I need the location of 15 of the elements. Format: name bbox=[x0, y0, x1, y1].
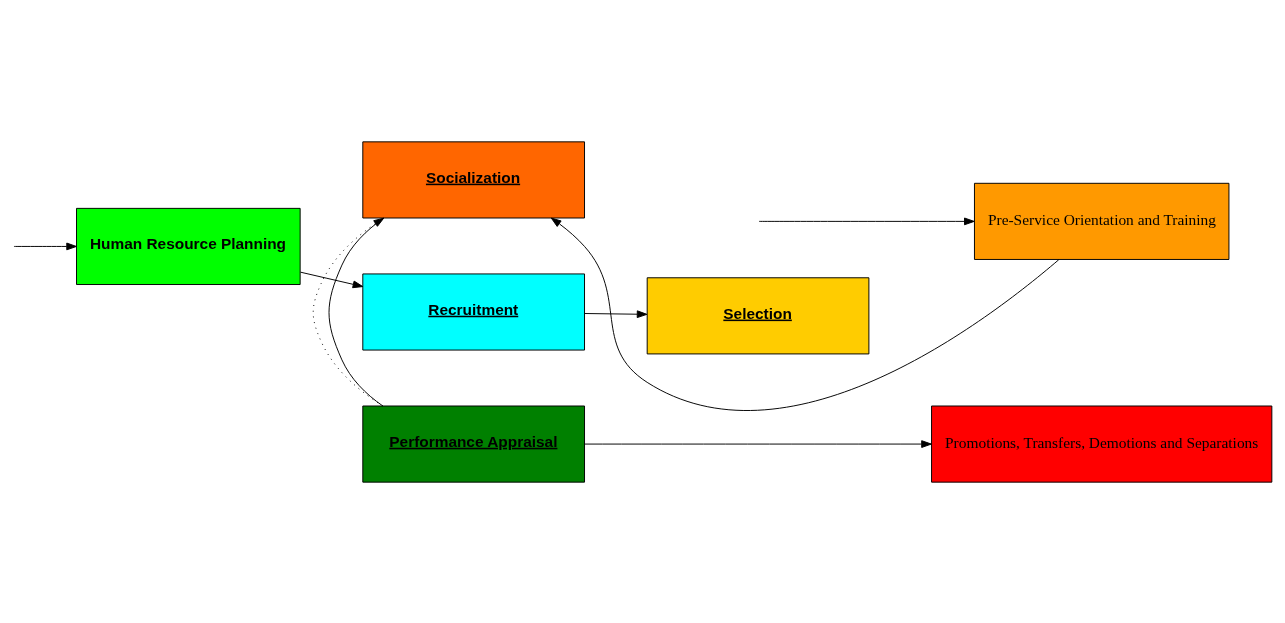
connector bbox=[328, 217, 385, 406]
arrow bbox=[584, 439, 932, 448]
arrow bbox=[584, 309, 648, 318]
node-box: Promotions, Transfers, Demotions and Separations bbox=[931, 405, 1273, 483]
node-box: Performance Appraisal bbox=[362, 405, 585, 483]
arrow bbox=[758, 217, 975, 225]
arrow bbox=[550, 217, 1060, 411]
node-box: Human Resource Planning bbox=[76, 207, 301, 285]
arrow bbox=[312, 217, 385, 406]
node-box: Selection bbox=[646, 276, 870, 354]
arrow bbox=[300, 271, 364, 288]
node-box: Socialization bbox=[362, 140, 585, 218]
arrow bbox=[13, 242, 77, 250]
node-box: Recruitment bbox=[362, 272, 585, 351]
node-box: Pre-Service Orientation and Training bbox=[974, 182, 1230, 260]
